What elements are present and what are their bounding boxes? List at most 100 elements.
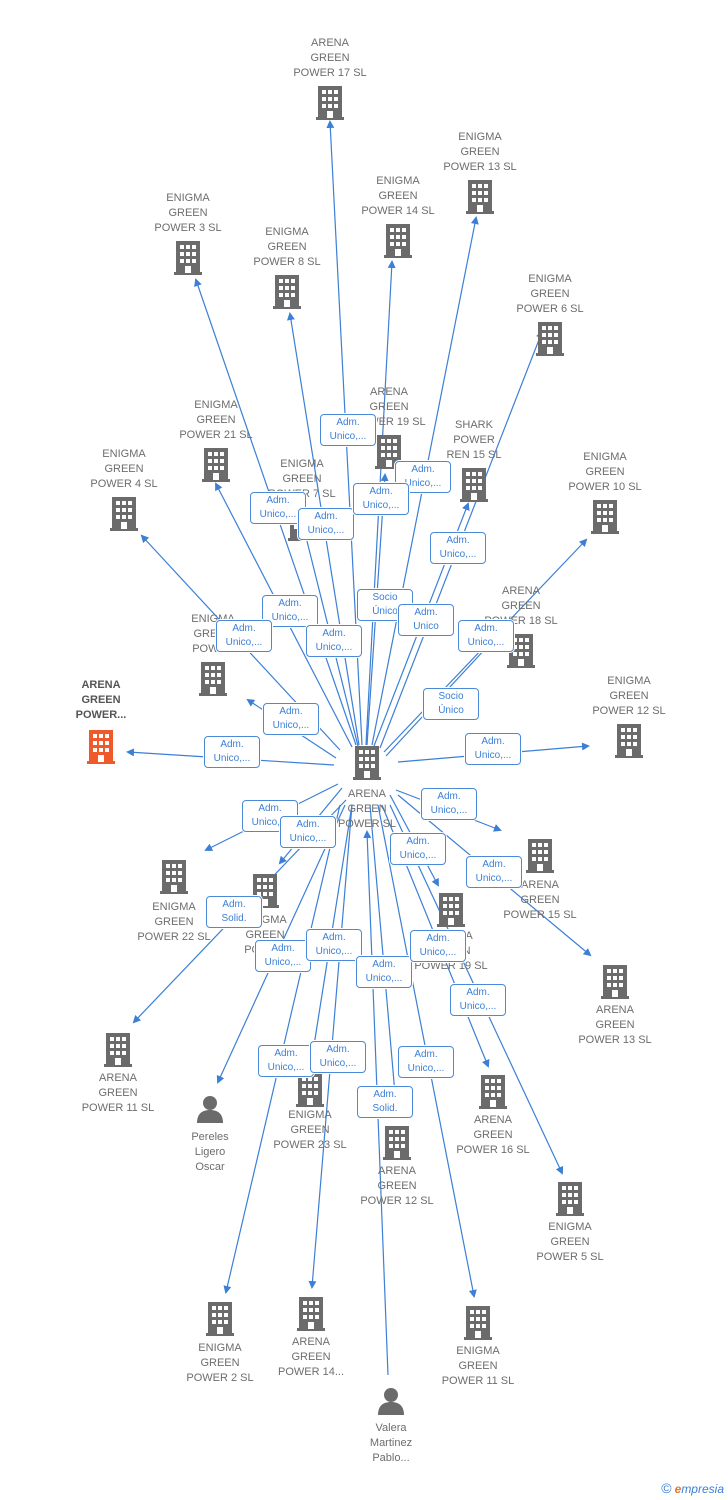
building-icon <box>437 893 465 927</box>
relation-tag[interactable]: Adm. Unico,... <box>216 620 272 652</box>
relation-tag[interactable]: Adm. Unico,... <box>258 1045 314 1077</box>
relation-tag[interactable]: Adm. Solid. <box>206 896 262 928</box>
building-icon <box>273 275 301 309</box>
company-node-icon[interactable] <box>41 730 161 764</box>
relation-tag[interactable]: Adm. Unico,... <box>306 929 362 961</box>
company-node-icon[interactable] <box>64 497 184 531</box>
relation-tag[interactable]: Adm. Unico,... <box>250 492 306 524</box>
building-icon <box>526 839 554 873</box>
company-node-label[interactable]: ENIGMA GREEN POWER 5 SL <box>536 1221 604 1263</box>
building-icon <box>199 662 227 696</box>
relation-tag[interactable]: Adm. Unico,... <box>356 956 412 988</box>
company-node-label[interactable]: ENIGMA GREEN POWER 14 SL <box>361 175 435 217</box>
company-node-label[interactable]: ENIGMA GREEN POWER 21 SL <box>179 399 253 441</box>
company-node-label[interactable]: ENIGMA GREEN POWER 3 SL <box>154 192 222 234</box>
brand-name: mpresia <box>681 1482 724 1496</box>
building-icon <box>479 1075 507 1109</box>
relation-tag[interactable]: Adm. Unico,... <box>263 703 319 735</box>
company-node-icon[interactable] <box>391 893 511 927</box>
relation-tag[interactable]: Adm. Unico,... <box>450 984 506 1016</box>
relation-tag[interactable]: Adm. Unico,... <box>306 625 362 657</box>
company-node-label[interactable]: ARENA GREEN POWER 13 SL <box>578 1004 652 1046</box>
company-node-icon[interactable] <box>251 1297 371 1331</box>
company-node-label[interactable]: ARENA GREEN POWER 16 SL <box>456 1114 530 1156</box>
company-node-label[interactable]: ENIGMA GREEN POWER 23 SL <box>273 1109 347 1151</box>
building-icon <box>160 860 188 894</box>
relation-tag[interactable]: Adm. Unico,... <box>398 1046 454 1078</box>
company-node-icon[interactable] <box>555 965 675 999</box>
relation-tag[interactable]: Adm. Unico,... <box>255 940 311 972</box>
building-icon <box>601 965 629 999</box>
building-icon <box>383 1126 411 1160</box>
company-node-label[interactable]: ARENA GREEN POWER 14... <box>277 1336 345 1378</box>
relation-tag[interactable]: Adm. Unico,... <box>466 856 522 888</box>
relation-tag[interactable]: Adm. Unico,... <box>320 414 376 446</box>
relation-tag[interactable]: Adm. Unico,... <box>421 788 477 820</box>
company-node-icon[interactable] <box>337 1126 457 1160</box>
relation-tag[interactable]: Adm. Unico,... <box>310 1041 366 1073</box>
company-node-label[interactable]: ENIGMA GREEN POWER 11 SL <box>441 1345 515 1387</box>
company-node-label[interactable]: ARENA GREEN POWER 18 SL <box>484 585 558 627</box>
building-icon <box>206 1302 234 1336</box>
relation-tag[interactable]: Socio Único <box>423 688 479 720</box>
building-icon <box>466 180 494 214</box>
building-icon <box>87 730 115 764</box>
person-icon <box>377 1387 405 1415</box>
relation-tag[interactable]: Adm. Unico,... <box>410 930 466 962</box>
company-node-label[interactable]: ARENA GREEN POWER SL <box>337 788 397 830</box>
company-node-label[interactable]: ARENA GREEN POWER 15 SL <box>503 879 577 921</box>
relation-tag[interactable]: Adm. Unico,... <box>353 483 409 515</box>
building-icon <box>174 241 202 275</box>
company-node-icon[interactable] <box>433 1075 553 1109</box>
company-node-label[interactable]: ARENA GREEN POWER 17 SL <box>293 37 367 79</box>
person-node-label[interactable]: Pereles Ligero Oscar <box>191 1131 229 1173</box>
company-node-label[interactable]: ENIGMA GREEN POWER 13 SL <box>443 131 517 173</box>
relation-tag[interactable]: Adm. Unico,... <box>242 800 298 832</box>
building-icon <box>296 1073 324 1107</box>
company-node-icon[interactable] <box>418 1306 538 1340</box>
relation-tag[interactable]: Adm. Solid. <box>357 1086 413 1118</box>
person-node-icon[interactable] <box>331 1387 451 1415</box>
relation-tag[interactable]: Adm. Unico,... <box>280 816 336 848</box>
building-icon <box>104 1033 132 1067</box>
company-node-icon[interactable] <box>250 1073 370 1107</box>
company-node-label[interactable]: ENIGMA GREEN POWER 12 SL <box>592 675 666 717</box>
building-icon <box>110 497 138 531</box>
company-node-icon[interactable] <box>307 746 427 780</box>
company-node-icon[interactable] <box>545 500 665 534</box>
building-icon <box>316 86 344 120</box>
company-node-label[interactable]: ENIGMA GREEN POWER 10 SL <box>568 451 642 493</box>
company-node-label[interactable]: ENIGMA GREEN POWER 2 SL <box>186 1342 254 1384</box>
company-node-label[interactable]: ENIGMA GREEN POWER 8 SL <box>253 226 321 268</box>
company-node-label[interactable]: ARENA GREEN POWER 12 SL <box>360 1165 434 1207</box>
company-node-label[interactable]: SHARK POWER REN 15 SL <box>446 419 502 461</box>
person-node-label[interactable]: Valera Martinez Pablo... <box>369 1422 413 1464</box>
company-node-icon[interactable] <box>227 275 347 309</box>
building-icon <box>202 448 230 482</box>
company-node-label[interactable]: ARENA GREEN POWER... <box>75 679 127 721</box>
relation-tag[interactable]: Adm. Unico,... <box>204 736 260 768</box>
company-node-icon[interactable] <box>490 322 610 356</box>
company-node-icon[interactable] <box>153 662 273 696</box>
company-node-icon[interactable] <box>338 224 458 258</box>
relation-tag[interactable]: Adm. Unico,... <box>430 532 486 564</box>
relation-tag[interactable]: Adm. Unico,... <box>298 508 354 540</box>
building-icon <box>536 322 564 356</box>
company-node-icon[interactable] <box>270 86 390 120</box>
building-icon <box>615 724 643 758</box>
brand-e: e <box>674 1482 682 1496</box>
company-node-icon[interactable] <box>510 1182 630 1216</box>
relation-tag[interactable]: Adm. Unico,... <box>458 620 514 652</box>
company-node-icon[interactable] <box>58 1033 178 1067</box>
relation-tag[interactable]: Adm. Unico <box>398 604 454 636</box>
copyright-symbol: © <box>661 1480 672 1496</box>
company-node-label[interactable]: ENIGMA GREEN POWER 6 SL <box>516 273 584 315</box>
relation-tag[interactable]: Adm. Unico,... <box>390 833 446 865</box>
company-node-icon[interactable] <box>569 724 689 758</box>
building-icon <box>591 500 619 534</box>
relation-tag[interactable]: Adm. Unico,... <box>465 733 521 765</box>
building-icon <box>297 1297 325 1331</box>
company-node-label[interactable]: ENIGMA GREEN POWER 4 SL <box>90 448 158 490</box>
company-node-label[interactable]: ARENA GREEN POWER 11 SL <box>81 1072 155 1114</box>
company-node-label[interactable]: ENIGMA GREEN POWER 22 SL <box>137 901 211 943</box>
